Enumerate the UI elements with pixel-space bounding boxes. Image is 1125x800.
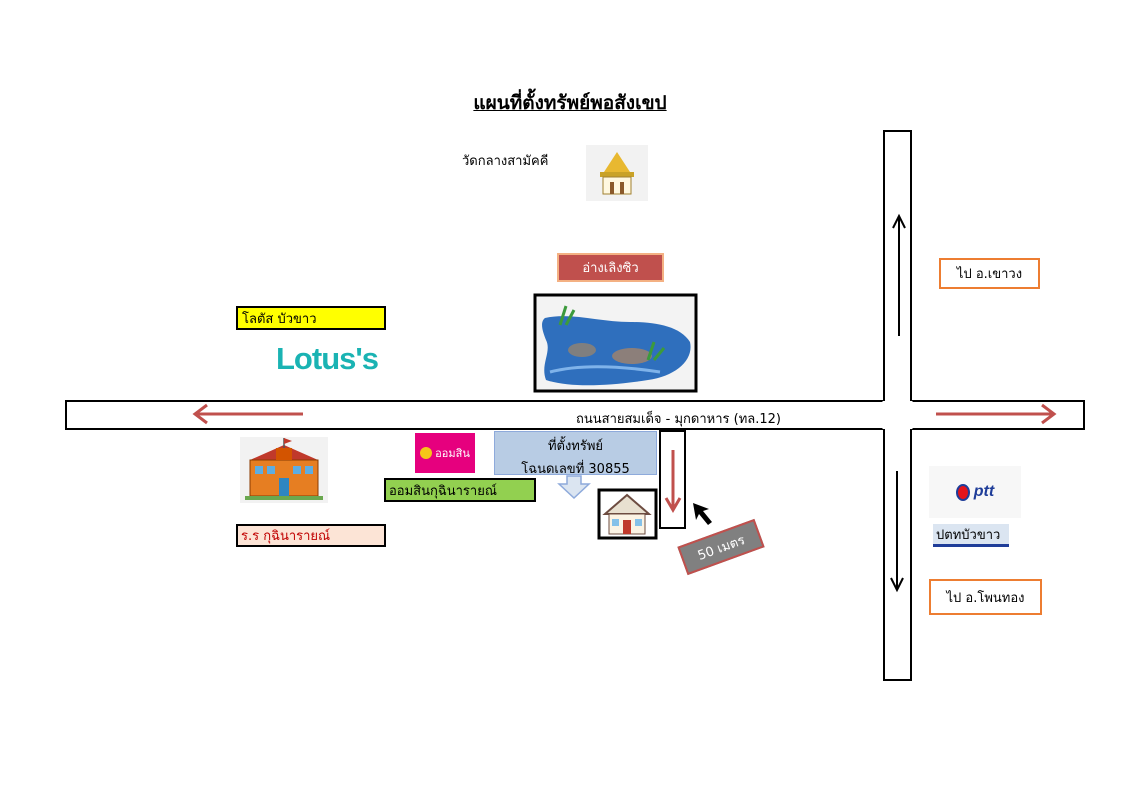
gas-station-label: ปตทบัวขาว <box>933 524 1009 547</box>
lotus-logo: Lotus's <box>276 341 379 377</box>
school-label: ร.ร กุฉินารายณ์ <box>236 524 386 547</box>
property-label-line1: ที่ตั้งทรัพย์ <box>547 439 604 454</box>
down-arrow-icon <box>557 475 591 500</box>
temple-icon <box>586 145 648 201</box>
lotus-store-label: โลตัส บัวขาว <box>236 306 386 330</box>
lotus-logo-text: Lotus's <box>276 341 379 376</box>
map-title: แผนที่ตั้งทรัพย์พอสังเขป <box>473 92 667 114</box>
direction-south-label: ไป อ.โพนทอง <box>929 579 1042 615</box>
ptt-flame-icon <box>955 483 970 501</box>
bank-label: ออมสินกุฉินารายณ์ <box>384 478 536 502</box>
arrow-north <box>892 213 906 336</box>
arrow-east <box>936 403 1057 425</box>
property-label-line2: โฉนดเลขที่ 30855 <box>521 462 630 477</box>
temple-label: วัดกลางสามัคคี <box>462 154 549 169</box>
arrow-lane <box>664 450 682 513</box>
reservoir-label: อ่างเลิงซิว <box>557 253 664 282</box>
cursor-icon <box>693 503 712 525</box>
bank-logo-icon <box>420 447 433 459</box>
intersection <box>885 402 910 428</box>
main-road-label: ถนนสายสมเด็จ - มุกดาหาร (ทล.12) <box>576 412 781 427</box>
house-icon <box>597 488 658 540</box>
bank-logo-text: ออมสิน <box>435 447 470 460</box>
reservoir-image <box>533 293 698 393</box>
ptt-logo: ptt <box>929 466 1021 518</box>
arrow-south <box>890 471 904 593</box>
school-icon <box>240 437 328 503</box>
direction-north-label: ไป อ.เขาวง <box>939 258 1040 289</box>
arrow-west <box>192 403 303 425</box>
ptt-logo-text: ptt <box>973 483 995 500</box>
property-label: ที่ตั้งทรัพย์ โฉนดเลขที่ 30855 <box>494 431 657 477</box>
bank-logo: ออมสิน <box>415 433 475 473</box>
